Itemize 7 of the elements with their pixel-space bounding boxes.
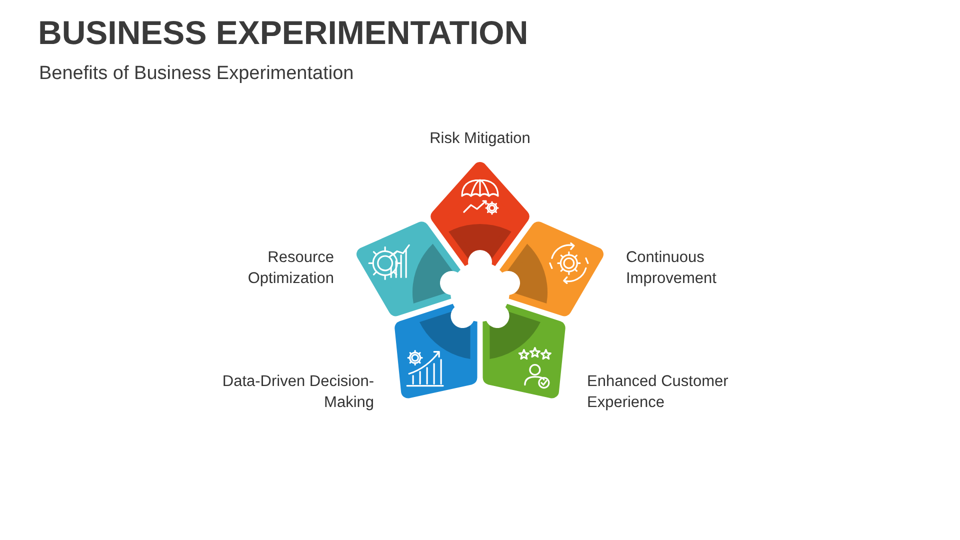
- segment-label: Resource Optimization: [246, 248, 334, 289]
- segment-label: Risk Mitigation: [428, 129, 532, 149]
- slide-subtitle: Benefits of Business Experimentation: [39, 63, 354, 85]
- segment-label: Continuous Improvement: [626, 248, 718, 289]
- segment-label: Enhanced Customer Experience: [586, 372, 730, 413]
- segment-label: Data-Driven Decision-Making: [221, 372, 374, 413]
- slide-title: BUSINESS EXPERIMENTATION: [38, 14, 528, 52]
